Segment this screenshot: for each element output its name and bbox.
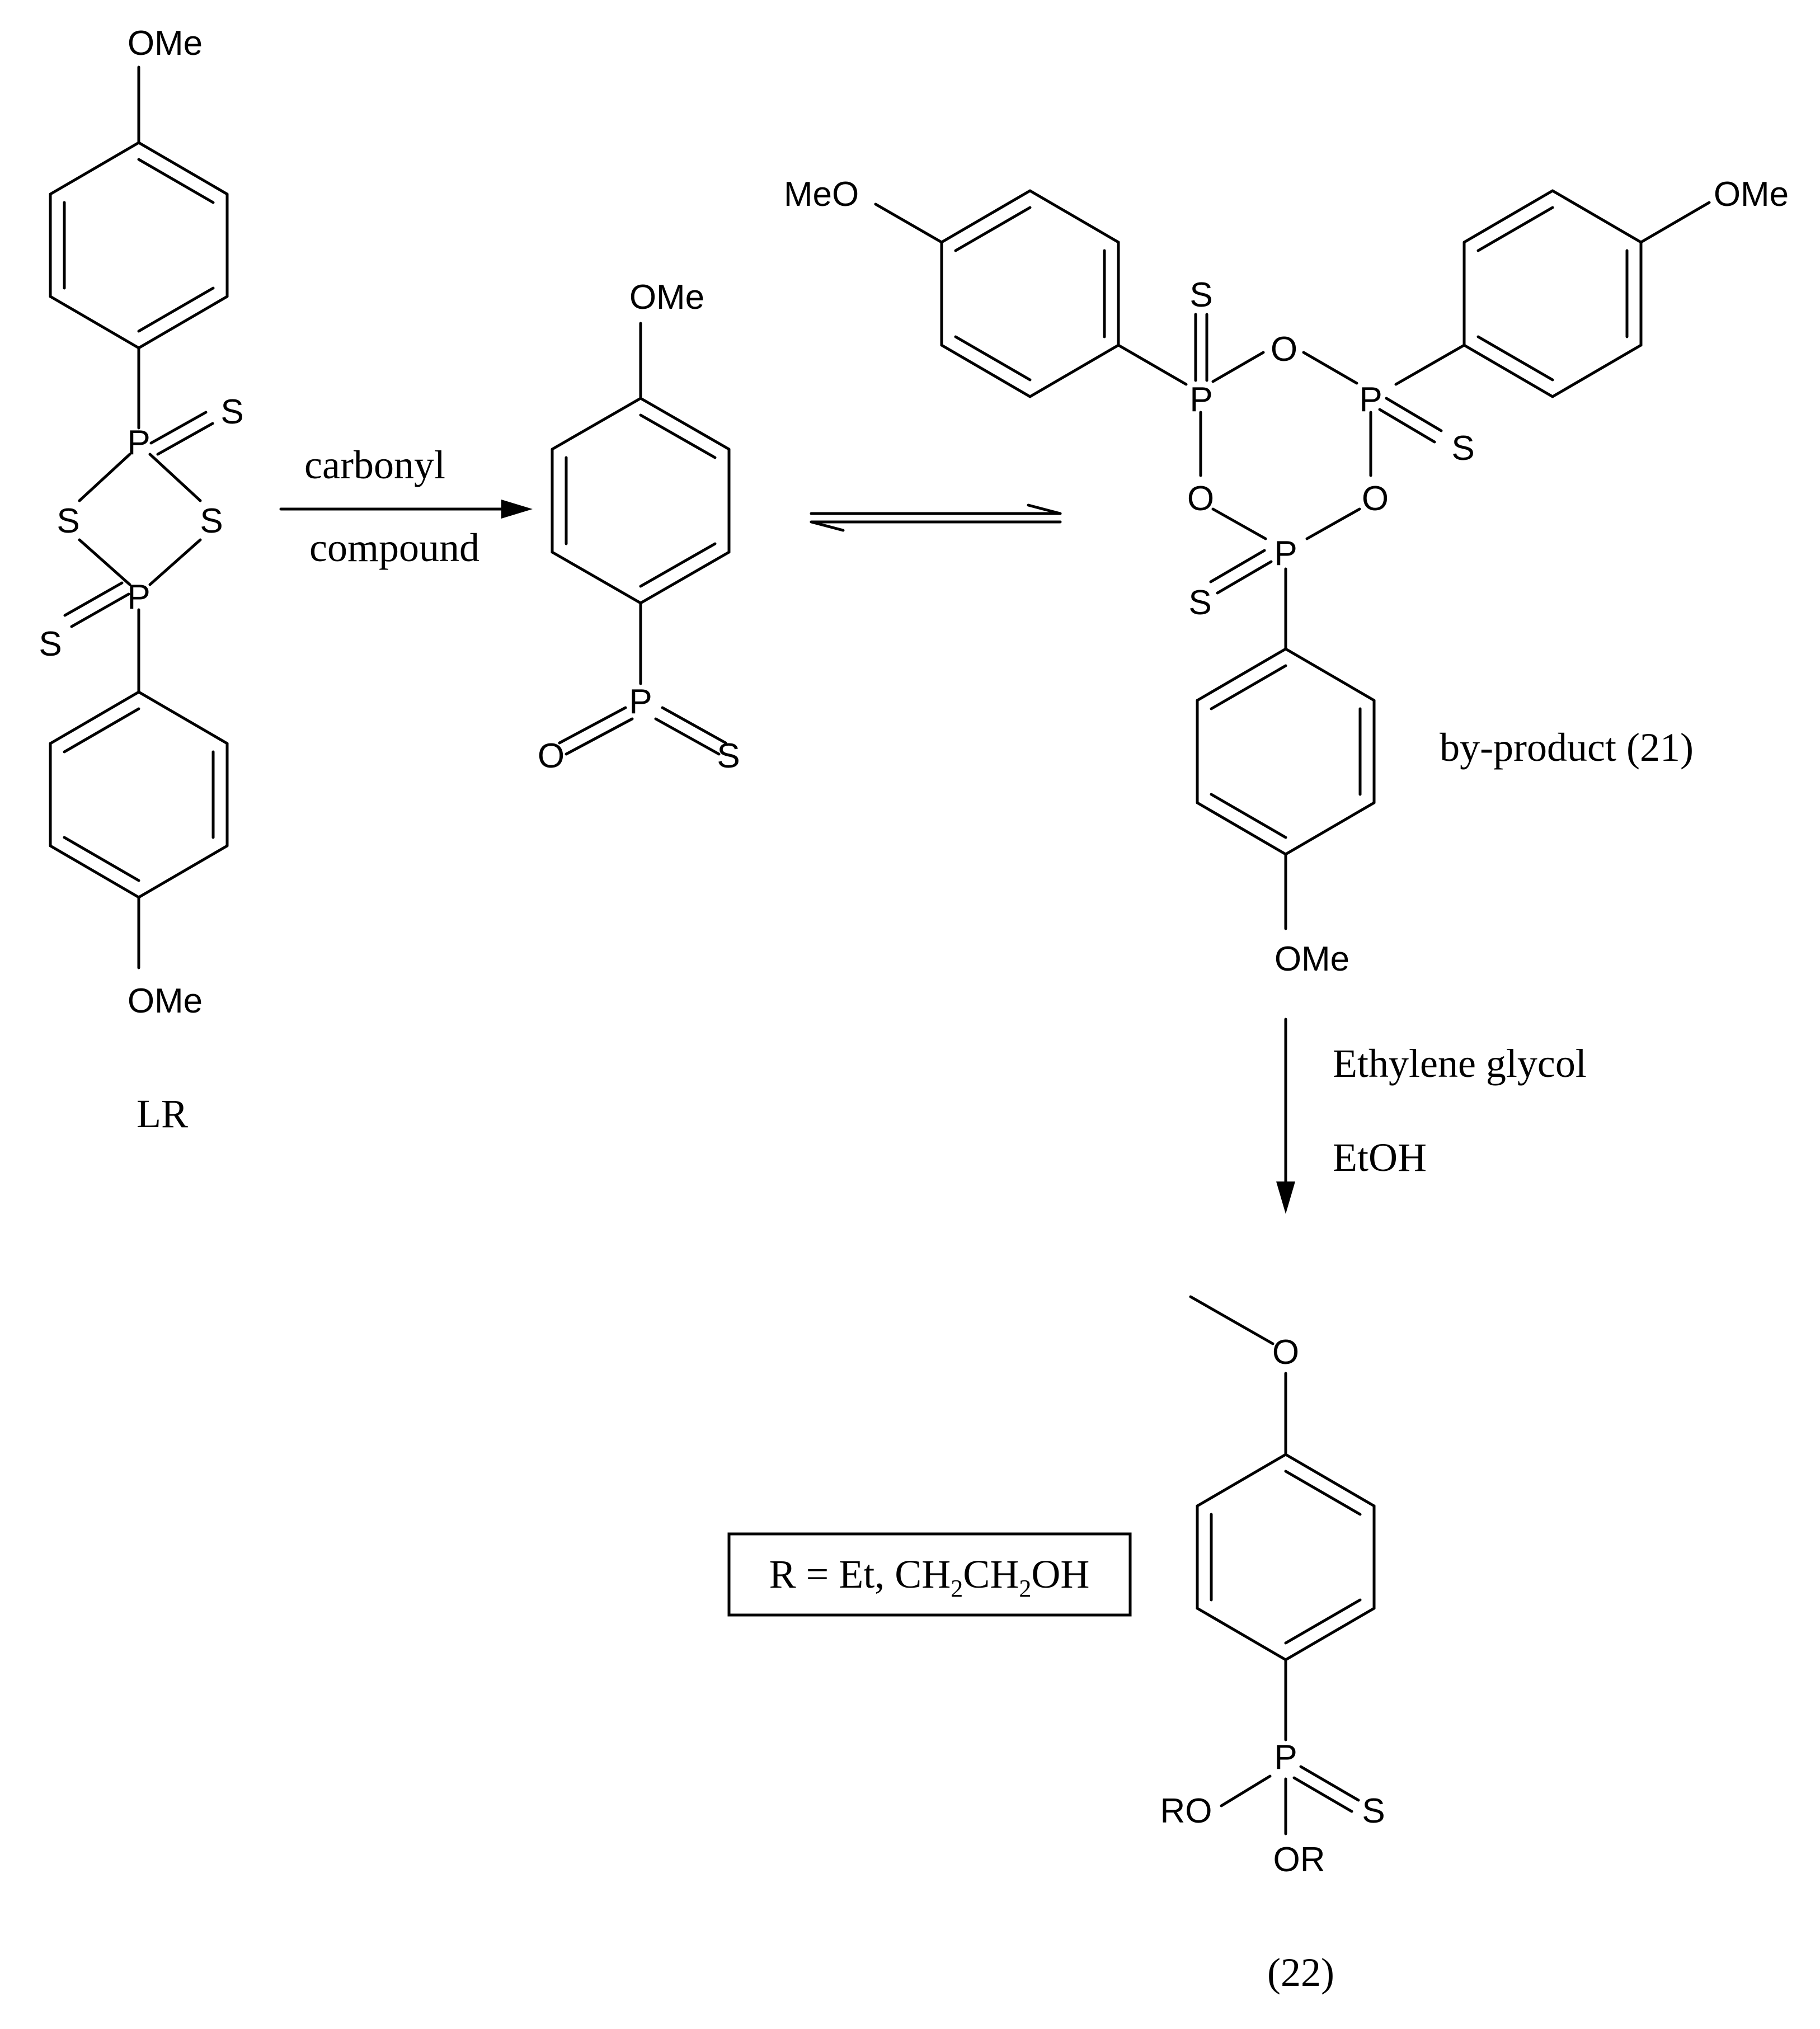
product-p: P [1274, 1738, 1297, 1777]
reaction-arrow-1 [279, 500, 533, 519]
lr-label: LR [137, 1091, 188, 1136]
byproduct-o-left: O [1187, 479, 1214, 518]
lr-s-ring-left: S [57, 502, 79, 540]
product-o-methoxy: O [1272, 1333, 1299, 1372]
monomer-p: P [629, 682, 652, 721]
byproduct-s-bottom: S [1188, 583, 1211, 622]
byproduct-o-right: O [1362, 479, 1389, 518]
lawesson-reagent-structure: OMe P S S S P S OMe [39, 24, 243, 1020]
product-or: OR [1273, 1840, 1325, 1879]
byproduct-21-structure: MeO OMe S O P P S O O P S OMe [784, 175, 1789, 978]
arrow-2-head [1276, 1181, 1295, 1214]
lr-bottom-ome: OMe [128, 982, 203, 1020]
lr-s-exo-top: S [220, 393, 243, 431]
product-label: (22) [1267, 1950, 1334, 1995]
r-def-sub-2: 2 [1019, 1575, 1031, 1602]
reagent-line-1: carbonyl [304, 442, 445, 487]
byproduct-p-right: P [1359, 380, 1382, 419]
byproduct-o-top: O [1271, 330, 1297, 369]
product-s: S [1362, 1792, 1385, 1830]
byproduct-s-top: S [1189, 276, 1212, 314]
byproduct-s-right: S [1451, 429, 1474, 468]
step2-line-1: Ethylene glycol [1333, 1041, 1587, 1086]
reaction-arrow-2 [1276, 1018, 1295, 1214]
monomer-structure: OMe P O S [538, 278, 740, 775]
arrow-1-head [501, 500, 533, 519]
reagent-line-2: compound [309, 525, 479, 570]
byproduct-p-bottom: P [1274, 534, 1297, 573]
byproduct-meo-left: MeO [784, 175, 859, 214]
byproduct-label: by-product (21) [1440, 725, 1694, 770]
monomer-ome: OMe [629, 278, 704, 317]
lr-s-exo-bottom: S [39, 625, 62, 663]
equilibrium-arrow [810, 503, 1062, 532]
product-22-structure: O P RO S OR [1160, 1295, 1385, 1879]
monomer-o: O [538, 737, 565, 775]
lr-p-bottom: P [127, 578, 150, 616]
r-def-sub-1: 2 [951, 1575, 963, 1602]
r-def-suffix: OH [1031, 1552, 1089, 1597]
r-definition-box: R = Et, CH2CH2OH [727, 1532, 1132, 1617]
step2-line-2: EtOH [1333, 1135, 1427, 1180]
r-def-mid: CH [963, 1552, 1019, 1597]
lr-top-ome: OMe [128, 24, 203, 63]
byproduct-p-left: P [1189, 380, 1212, 419]
byproduct-ome-right: OMe [1714, 175, 1789, 214]
monomer-s: S [717, 737, 740, 775]
r-definition-frame [727, 1532, 1132, 1617]
lr-s-ring-right: S [200, 502, 223, 540]
r-definition-text: R = Et, CH2CH2OH [769, 1552, 1090, 1602]
product-ro: RO [1160, 1792, 1212, 1830]
r-def-prefix: R = Et, CH [769, 1552, 951, 1597]
byproduct-ome-bottom: OMe [1275, 940, 1349, 978]
lr-p-top: P [127, 423, 150, 462]
